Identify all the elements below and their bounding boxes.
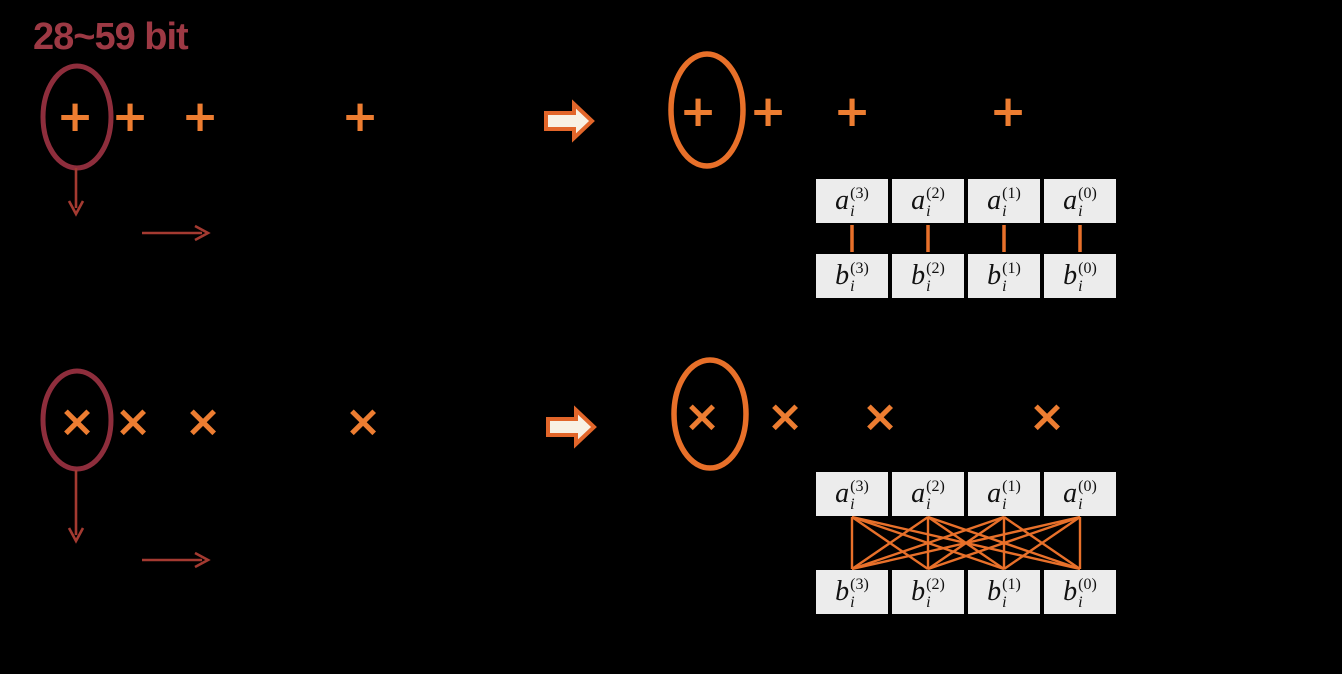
vector-a-cell: a(1)i (968, 179, 1040, 223)
plus-operator: + (679, 86, 717, 137)
plus-operator: + (111, 91, 149, 142)
elementwise-connector (850, 225, 1082, 252)
plus-operator: + (56, 91, 94, 142)
right-arrow-icon (142, 551, 211, 569)
times-operator: × (58, 396, 96, 447)
vector-b-cell: b(2)i (892, 570, 964, 614)
vector-a-cell: a(0)i (1044, 179, 1116, 223)
times-operator: × (344, 396, 382, 447)
plus-operator: + (181, 91, 219, 142)
vector-b-cell: b(0)i (1044, 254, 1116, 298)
plus-operator: + (989, 86, 1027, 137)
bit-range-label: 28~59 bit (33, 16, 189, 58)
times-operator: × (683, 391, 721, 442)
vector-b-cell: b(3)i (816, 254, 888, 298)
highlight-ellipse-icon (671, 357, 749, 471)
vector-b-cell: b(3)i (816, 570, 888, 614)
vector-a-cell: a(3)i (816, 179, 888, 223)
vector-a-cell: a(1)i (968, 472, 1040, 516)
times-operator: × (114, 396, 152, 447)
block-arrow-icon (544, 99, 595, 143)
down-arrow-icon (67, 168, 85, 217)
times-operator: × (861, 391, 899, 442)
plus-operator: + (341, 91, 379, 142)
allpairs-connector (850, 515, 1082, 571)
down-arrow-icon (67, 470, 85, 544)
vector-b-cell: b(0)i (1044, 570, 1116, 614)
times-operator: × (766, 391, 804, 442)
vector-b-cell: b(2)i (892, 254, 964, 298)
block-arrow-icon (546, 405, 597, 449)
vector-a-cell: a(2)i (892, 179, 964, 223)
times-operator: × (184, 396, 222, 447)
highlight-ellipse-icon (668, 51, 746, 169)
vector-b-cell: b(1)i (968, 570, 1040, 614)
vector-b-cell: b(1)i (968, 254, 1040, 298)
plus-operator: + (833, 86, 871, 137)
vector-a-cell: a(3)i (816, 472, 888, 516)
plus-operator: + (749, 86, 787, 137)
right-arrow-icon (142, 224, 211, 242)
vector-a-cell: a(0)i (1044, 472, 1116, 516)
vector-a-cell: a(2)i (892, 472, 964, 516)
highlight-ellipse-icon (40, 368, 114, 472)
times-operator: × (1028, 391, 1066, 442)
